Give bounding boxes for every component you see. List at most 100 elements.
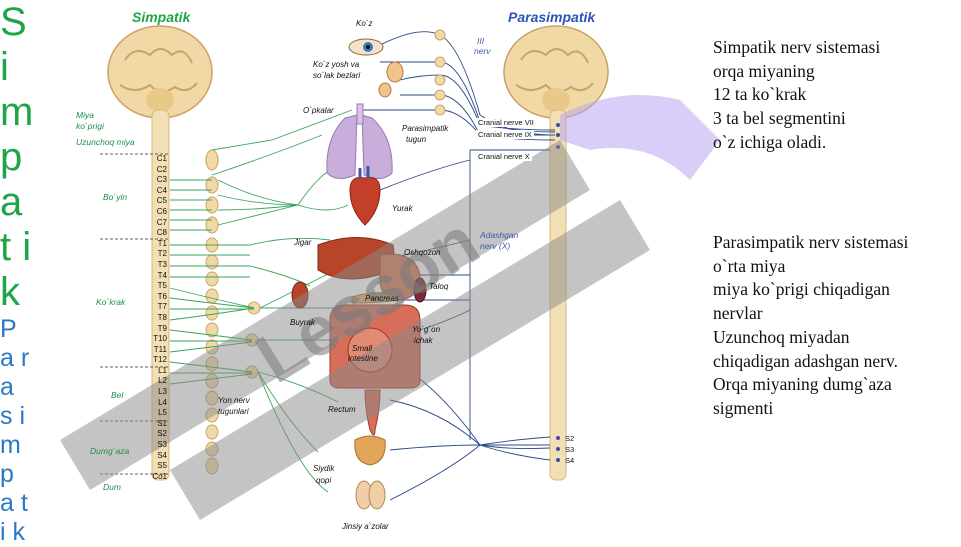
segment-label: C1 [156, 154, 167, 163]
koz-label: Ko`z [356, 19, 373, 28]
siydik-qopi-label-line1: Siydik [313, 464, 335, 473]
text-line: orqa miyaning [713, 60, 815, 81]
text-line: Simpatik nerv sistemasi [713, 37, 881, 57]
uzunchoq-miya-label: Uzunchoq miya [76, 137, 135, 147]
text-line: Uzunchoq miyadan [713, 326, 850, 347]
small-intestine-label-line1: Small [352, 344, 373, 353]
segment-label: L5 [158, 408, 167, 418]
segment-label: C4 [156, 185, 167, 195]
opkalar-label: O`pkalar [303, 106, 334, 115]
miya-koprigi-label-line1: Miya [76, 110, 94, 120]
vertical-letter: s [0, 402, 13, 430]
oshqozon-label: Oshqozon [404, 248, 441, 257]
buyrak-label: Buyrak [290, 318, 315, 327]
simpatik-title: Simpatik [132, 9, 191, 25]
text-line: Orqa miyaning dumg`aza [713, 374, 892, 395]
yurak-label: Yurak [392, 204, 413, 213]
yogon-ichak-label-line1: Yo`g`on [412, 325, 441, 334]
pancreas-label: Pancreas [365, 294, 399, 303]
segment-label: T11 [153, 344, 167, 354]
cranial-nerve-vii-label: Cranial nerve VII [476, 118, 536, 127]
vertical-letter: i [0, 518, 6, 546]
segment-label: T10 [153, 334, 167, 344]
segment-label: C5 [156, 196, 167, 206]
segment-label: T5 [157, 281, 167, 291]
text-line: chiqadigan adashgan nerv. [713, 350, 898, 371]
adashgan-nerv-label-line1: Adashgan [480, 230, 519, 240]
vertical-letter: k [0, 270, 20, 314]
left-segment-list: C1 C2 C3 C4 C5 C6 C7 C8 T1 T2 T3 T4 T5 T… [147, 154, 167, 482]
segment-label: S1 [157, 418, 167, 428]
miya-koprigi-label-line2: ko`prigi [76, 121, 104, 131]
vertical-letter: p [0, 460, 14, 488]
parasimpatik-tugun-label-line1: Parasimpatik [402, 124, 449, 133]
highlight-arrow [560, 95, 720, 180]
text-line: 3 ta bel segmentini [713, 108, 846, 129]
cranial-nerve-x-label: Cranial nerve X [476, 152, 532, 161]
simpatik-vertical-title: S i m p a t i k [0, 0, 36, 315]
text-line: o`rta miya [713, 255, 786, 276]
vertical-letter: P [0, 315, 17, 343]
segment-label: C3 [156, 175, 167, 185]
vertical-letter: i [0, 45, 9, 89]
koz-yosh-label-line2: so`lak bezlari [313, 71, 361, 80]
eye-icon [348, 38, 384, 56]
genitals-icon [355, 480, 386, 510]
segment-label: Co1 [152, 471, 167, 481]
segment-label: T12 [153, 355, 167, 365]
text-line: miya ko`prigi chiqadigan [713, 279, 890, 300]
vertical-letter: S [0, 0, 27, 44]
watermark-bands [60, 140, 650, 520]
jigar-label: Jigar [294, 238, 312, 247]
segment-label: S2 [157, 429, 167, 439]
salivary-glands-icon [378, 61, 404, 98]
text-line: 12 ta ko`krak [713, 84, 807, 105]
segment-label: L2 [158, 376, 167, 386]
vertical-letter: t [20, 489, 28, 517]
vertical-letter: i [22, 225, 32, 269]
vertical-letter: i [19, 402, 26, 430]
iii-nerv-label-line2: nerv [474, 46, 491, 56]
jinsiy-azolar-label: Jinsiy a`zolar [342, 522, 389, 531]
segment-label: T7 [157, 302, 167, 312]
small-intestine-label-line2: intestine [348, 354, 378, 363]
segment-label: C7 [156, 217, 167, 227]
text-line: sigmenti [713, 397, 774, 418]
siydik-qopi-label-line2: qopi [316, 476, 332, 485]
adashgan-nerv-label-line2: nerv (X) [480, 241, 511, 251]
text-line: nervlar [713, 303, 763, 324]
vertical-letter: k [12, 518, 26, 546]
parasimpatik-title: Parasimpatik [508, 9, 596, 25]
yon-nerv-label-line2: tugunlari [218, 407, 249, 416]
yogon-ichak-label-line2: ichak [414, 336, 433, 345]
segment-label: L3 [158, 387, 167, 397]
vertical-letter: t [0, 225, 12, 269]
iii-nerv-label-line1: III [477, 36, 485, 46]
segment-label: T4 [157, 270, 167, 280]
segment-label: C8 [156, 228, 167, 238]
boyin-label: Bo`yin [103, 192, 128, 202]
vertical-letter: p [0, 135, 23, 179]
segment-label: S5 [157, 461, 167, 471]
vertical-letter: a [0, 180, 23, 224]
vertical-letter: a [0, 344, 14, 372]
segment-label: T8 [157, 312, 167, 322]
lungs-icon [326, 103, 393, 179]
vertical-letter: m [0, 431, 21, 459]
segment-label: T9 [157, 323, 167, 333]
koz-yosh-label-line1: Ko`z yosh va [313, 60, 360, 69]
parasimpatik-vertical-title: P a r a s i m p a t i k [0, 315, 30, 547]
segment-label: S3 [157, 440, 167, 450]
left-brain [107, 25, 213, 119]
vertical-letter: m [0, 90, 34, 134]
parasympathetic-ganglia [434, 29, 446, 116]
dumgaza-label: Dumg`aza [90, 446, 130, 456]
sympathetic-chain [205, 149, 219, 475]
dum-label: Dum [103, 482, 121, 492]
right-segment-s4: S4 [565, 456, 575, 465]
segment-label: S4 [157, 450, 167, 460]
right-segment-s3: S3 [565, 445, 575, 454]
rectum-label: Rectum [328, 405, 356, 414]
right-brain [503, 25, 609, 119]
